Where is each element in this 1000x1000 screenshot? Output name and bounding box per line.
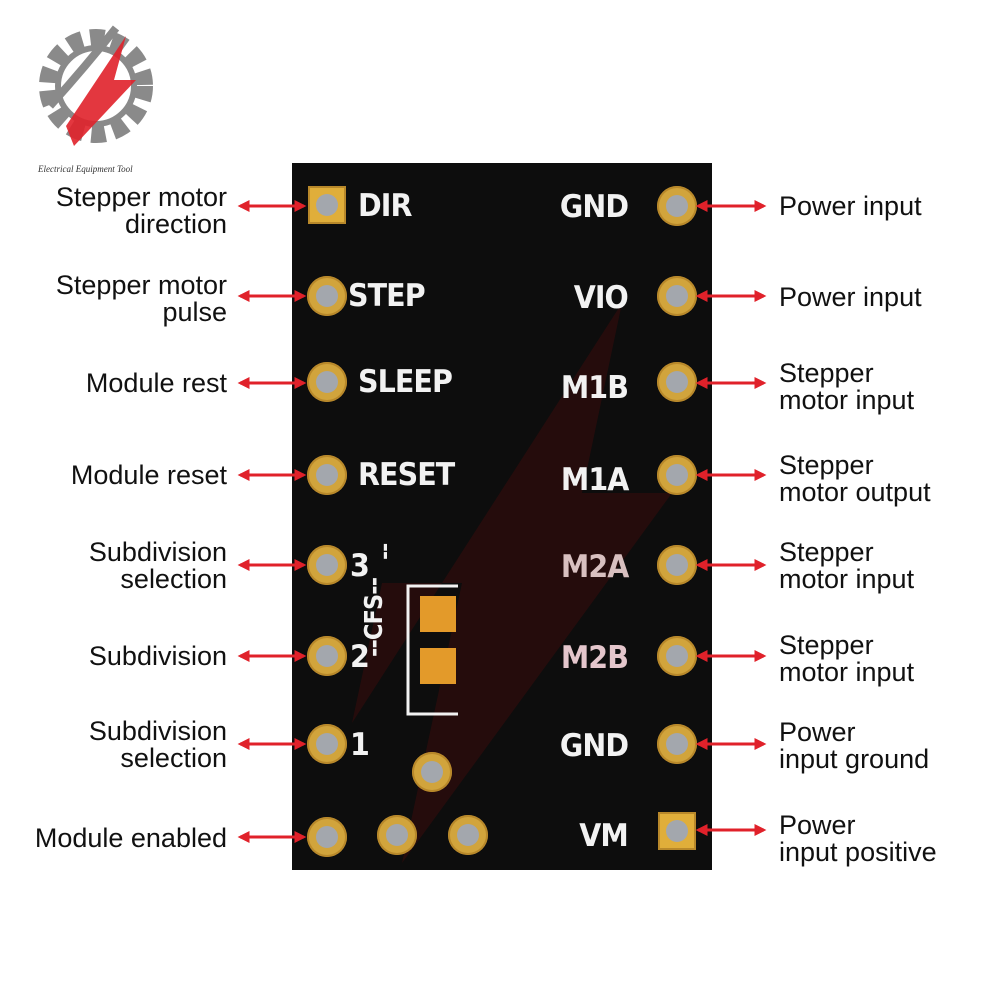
left-label-dir-line2: direction	[124, 209, 227, 239]
left-label-sub1-line1: Subdivision	[88, 716, 227, 746]
right-label-m2a: Stepper motor input	[779, 539, 914, 593]
silk-1: 1	[350, 727, 370, 763]
right-label-vm-line1: Power	[779, 810, 856, 840]
left-label-sub3: Subdivision selection	[89, 539, 227, 593]
pin-pad-cfs-left	[377, 815, 417, 855]
left-label-dir-line1: Stepper motor	[55, 182, 227, 212]
left-label-sleep-line1: Module rest	[85, 368, 227, 398]
right-label-gnd-top: Power input	[779, 193, 922, 220]
silk-reset: RESET	[358, 457, 455, 493]
cfs-pad-bottom	[420, 648, 456, 684]
pin-pad-m1b	[657, 362, 697, 402]
right-label-m1b-line2: motor input	[779, 385, 915, 415]
silk-step: STEP	[348, 278, 426, 314]
pin-pad-m1a	[657, 455, 697, 495]
right-label-m1a-line1: Stepper	[779, 450, 874, 480]
silk-dir: DIR	[358, 188, 412, 224]
left-label-sub2-line1: Subdivision	[88, 641, 227, 671]
right-label-vm: Power input positive	[779, 812, 937, 866]
pin-pad-step	[307, 276, 347, 316]
gear-logo-icon	[39, 25, 153, 146]
pin-pad-sleep	[307, 362, 347, 402]
left-label-step-line2: pulse	[162, 297, 227, 327]
right-label-gnd-bottom: Power input ground	[779, 719, 929, 773]
left-label-reset-line1: Module reset	[70, 460, 227, 490]
right-label-m1a: Stepper motor output	[779, 452, 931, 506]
silk-gnd-top: GND	[559, 189, 629, 225]
right-label-m2a-line2: motor input	[779, 564, 915, 594]
left-label-sub1: Subdivision selection	[89, 718, 227, 772]
left-label-reset: Module reset	[71, 462, 227, 489]
left-label-step: Stepper motor pulse	[56, 272, 227, 326]
right-label-m2a-line1: Stepper	[779, 537, 874, 567]
left-label-enable-line1: Module enabled	[34, 823, 227, 853]
pin-pad-2	[307, 636, 347, 676]
right-label-m2b-line1: Stepper	[779, 630, 874, 660]
silk-sleep: SLEEP	[358, 364, 453, 400]
pin-pad-dir	[308, 186, 346, 224]
pin-pad-vio	[657, 276, 697, 316]
silk-gnd-bottom: GND	[559, 728, 629, 764]
watermark-logo-icon	[352, 303, 672, 863]
pin-pad-vm	[658, 812, 696, 850]
pin-pad-m2b	[657, 636, 697, 676]
pin-pad-3	[307, 545, 347, 585]
pin-pad-cfs-center	[412, 752, 452, 792]
right-label-gnd-bottom-line2: input ground	[779, 744, 930, 774]
left-label-sub3-line1: Subdivision	[88, 537, 227, 567]
right-label-m1b-line1: Stepper	[779, 358, 874, 388]
right-label-m2b-line2: motor input	[779, 657, 915, 687]
left-label-sub1-line2: selection	[120, 743, 227, 773]
right-label-gnd-top-line1: Power input	[779, 191, 922, 221]
left-label-step-line1: Stepper motor	[55, 270, 227, 300]
right-label-vio: Power input	[779, 284, 922, 311]
pin-pad-gnd-bottom	[657, 724, 697, 764]
pin-pad-cfs-right	[448, 815, 488, 855]
silk-m1a: M1A	[560, 462, 628, 498]
silk-3: 3	[350, 548, 370, 584]
pin-pad-1	[307, 724, 347, 764]
left-label-dir: Stepper motor direction	[56, 184, 227, 238]
right-label-m1b: Stepper motor input	[779, 360, 914, 414]
right-label-vm-line2: input positive	[779, 837, 937, 867]
pin-pad-reset	[307, 455, 347, 495]
left-label-sub3-line2: selection	[120, 564, 227, 594]
pin-pad-m2a	[657, 545, 697, 585]
right-label-vio-line1: Power input	[779, 282, 922, 312]
brand-name: Electrical Equipment Tool	[38, 164, 133, 174]
right-label-m1a-line2: motor output	[779, 477, 931, 507]
silk-vio: VIO	[573, 280, 629, 316]
left-label-sleep: Module rest	[86, 370, 227, 397]
silk-m2b: M2B	[560, 640, 629, 676]
right-label-m2b: Stepper motor input	[779, 632, 914, 686]
pcb-board	[292, 163, 712, 870]
silk-2: 2	[350, 639, 370, 675]
pin-pad-enable	[307, 817, 347, 857]
left-label-enable: Module enabled	[35, 825, 227, 852]
silk-m2a: M2A	[560, 549, 628, 585]
left-label-sub2: Subdivision	[89, 643, 227, 670]
silk-vm: VM	[579, 818, 629, 854]
silk-m1b: M1B	[560, 370, 629, 406]
right-label-gnd-bottom-line1: Power	[779, 717, 856, 747]
cfs-pad-top	[420, 596, 456, 632]
pin-pad-gnd-top	[657, 186, 697, 226]
